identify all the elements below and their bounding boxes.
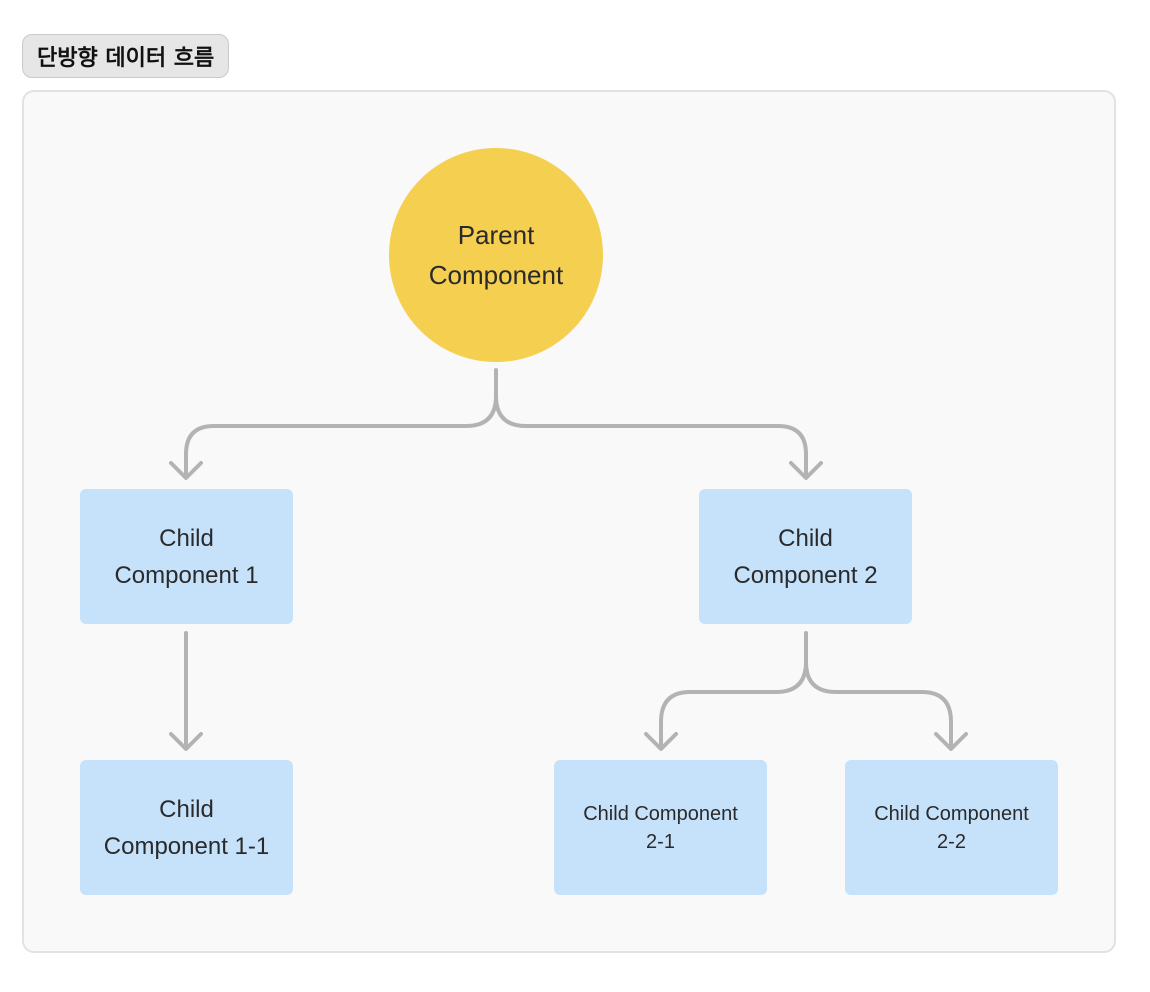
node-child2-label: Child Component 2 [733,524,878,589]
node-child-component-1: Child Component 1 [80,489,293,624]
node-parent-component: Parent Component [389,148,603,362]
arrowhead-child1 [169,461,203,480]
node-child2-1-label: Child Component 2-1 [583,802,738,853]
arrowhead-child2-1 [644,732,678,751]
node-child2-2-label: Child Component 2-2 [874,802,1029,853]
arrowhead-child2 [789,461,823,480]
node-child-component-2: Child Component 2 [699,489,912,624]
edge-parent-to-child1 [184,368,498,478]
node-child-component-1-1: Child Component 1-1 [80,760,293,895]
diagram-title-text: 단방향 데이터 흐름 [37,46,215,71]
arrowhead-child2-2 [934,732,968,751]
node-child-component-2-2: Child Component 2-2 [845,760,1058,895]
node-child-component-2-1: Child Component 2-1 [554,760,767,895]
edge-child2-to-child2-1 [659,631,808,749]
edge-child2-to-child2-2 [804,660,953,749]
node-parent-label: Parent Component [428,220,564,290]
node-child1-1-label: Child Component 1-1 [103,795,270,860]
edge-parent-to-child2 [494,394,808,478]
diagram-title: 단방향 데이터 흐름 [22,34,230,78]
arrowhead-child1-1 [169,732,203,751]
node-child1-label: Child Component 1 [114,524,259,589]
